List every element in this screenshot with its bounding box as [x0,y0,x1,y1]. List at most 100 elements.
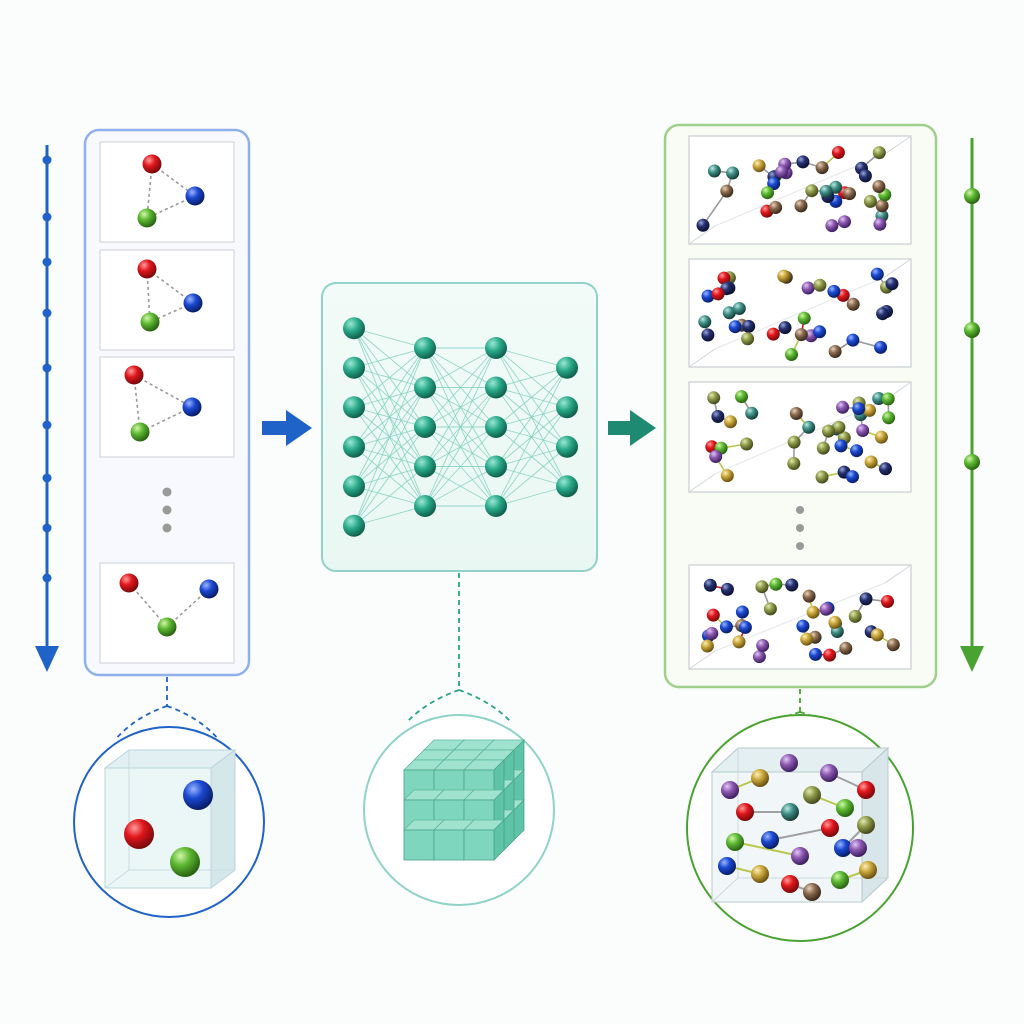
atom [825,219,839,233]
atom [859,861,877,879]
input-volume-bubble [73,726,265,918]
cube-with-atoms-icon [710,746,890,904]
atom [787,457,801,470]
atom [700,639,714,653]
atom [761,186,774,200]
atom [738,620,752,634]
atom [846,333,860,347]
atom [828,345,842,358]
atom [720,469,734,483]
atom-blue [183,293,203,313]
network-zoom-leader [406,573,512,723]
output-timeline-arrow [960,138,984,672]
timeline-tick [42,363,52,373]
atom [823,648,837,662]
input-frames-panel [83,128,251,677]
atom [886,638,900,652]
atom [722,306,736,320]
atom [781,803,799,821]
atom [698,315,712,329]
atom [856,424,870,437]
atom [882,411,896,425]
network-node [485,455,507,478]
atom [703,578,717,592]
atom-red [137,259,157,279]
network-node [343,435,365,458]
atom [742,319,756,333]
timeline-tick [42,257,52,267]
atom [838,215,851,229]
atom-green [140,312,160,332]
network-node [343,514,365,537]
atom [836,799,854,817]
atom [832,420,846,434]
atom [885,277,899,291]
atom [874,430,888,444]
atom [717,271,731,285]
atom [767,177,781,191]
input-zoom-leader [114,677,220,741]
atom [735,390,748,404]
atom [701,328,715,342]
atom [802,420,816,434]
network-node [414,455,436,478]
atom [839,641,853,655]
timeline-tick [42,155,52,165]
network-nodes [343,317,578,537]
atom [709,450,723,463]
atom [801,281,815,295]
atom [872,146,886,160]
atom [705,627,719,640]
atom [766,327,780,341]
atom [820,764,838,782]
atom [876,307,890,321]
atom [805,184,819,198]
atom [816,441,830,455]
atom-red [119,573,139,593]
atom [769,201,783,214]
atom [741,332,755,346]
atom [831,871,849,889]
atom [761,831,779,849]
atom [821,819,839,837]
atom [852,402,866,416]
atom [828,615,842,629]
atom [724,415,737,429]
atom-blue [182,397,202,417]
atom [726,833,744,851]
atom [752,159,766,173]
atom [720,184,734,198]
atom-blue [185,186,205,206]
atom [870,628,884,642]
atom [706,608,720,622]
atom [875,199,889,213]
atom [778,321,792,335]
atom [719,620,733,634]
output-zoom-leader [741,689,859,743]
atom [873,217,887,231]
atom [740,437,754,451]
atom [720,582,734,596]
atom [879,462,892,476]
atom [815,161,829,175]
atom [745,406,759,420]
network-node [556,396,578,419]
atom [791,847,809,865]
network-node [556,356,578,379]
atom [736,803,754,821]
atom [728,320,742,334]
atom [751,769,769,787]
timeline-tick [42,308,52,318]
atom [775,165,789,179]
atom [763,602,777,616]
network-node [485,337,507,359]
atom [849,839,867,857]
atom [806,605,820,619]
atom [858,169,872,183]
atom-green [157,617,177,637]
output-frame [688,135,912,245]
network-node [556,435,578,458]
atom [870,267,884,281]
network-node [414,416,436,438]
